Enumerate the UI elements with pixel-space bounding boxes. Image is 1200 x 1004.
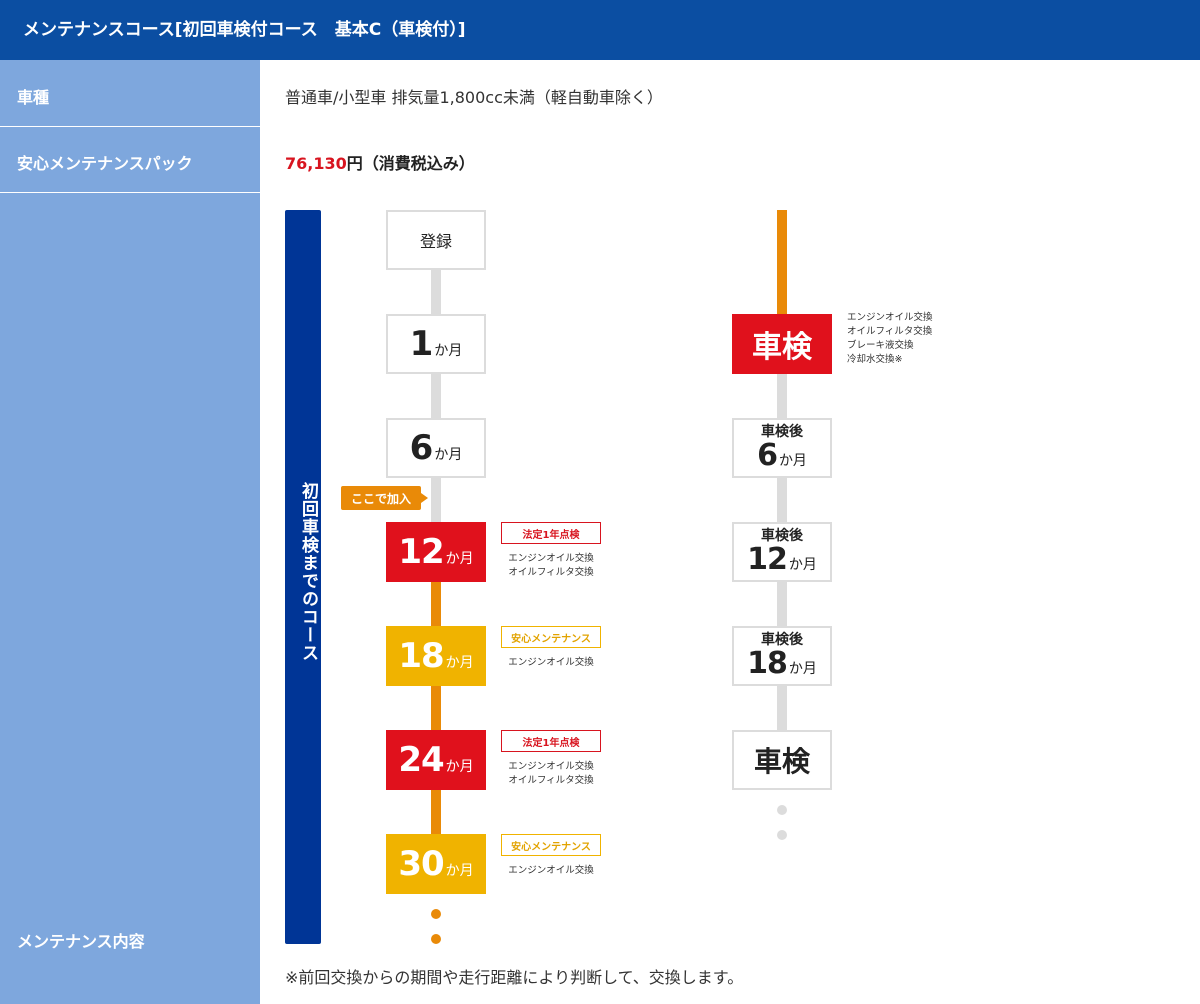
pack-label: 安心メンテナンスパック [17, 154, 193, 173]
note-line: エンジンオイル交換 [508, 761, 594, 772]
month-unit: か月 [445, 655, 474, 671]
price-suffix: 円（消費税込み） [346, 154, 475, 173]
month-number: 18 [747, 646, 788, 681]
course-bar: 初回車検までのコース [285, 210, 321, 944]
legal-inspection-tag: 法定1年点検 [501, 730, 601, 752]
service-notes: エンジンオイル交換 [501, 656, 601, 670]
service-notes: エンジンオイル交換 [501, 864, 601, 878]
vehicle-label: 車種 [17, 88, 50, 107]
service-notes: エンジンオイル交換オイルフィルタ交換 [501, 760, 601, 788]
maintenance-tag: 安心メンテナンス [501, 626, 601, 648]
continuation-dot [431, 934, 441, 944]
month-unit: か月 [434, 343, 463, 359]
legal-inspection-tag: 法定1年点検 [501, 522, 601, 544]
register-label: 登録 [419, 232, 452, 251]
page-header: メンテナンスコース[初回車検付コース 基本C（車検付）] [0, 0, 1200, 60]
continuation-dot [777, 830, 787, 840]
month-unit: か月 [434, 447, 463, 463]
after-shaken-label: 車検後 [761, 528, 803, 544]
note-line: 冷却水交換※ [847, 354, 903, 365]
note-line: ブレーキ液交換 [847, 340, 914, 351]
month-unit: か月 [445, 863, 474, 879]
month-number: 18 [398, 636, 444, 676]
month-number: 6 [757, 438, 778, 473]
price-amount: 76,130 [285, 154, 347, 173]
note-line: エンジンオイル交換 [508, 657, 594, 668]
month-unit: か月 [788, 661, 817, 677]
join-arrow-icon [421, 493, 428, 503]
maintenance-tag: 安心メンテナンス [501, 834, 601, 856]
after-shaken-label: 車検後 [761, 632, 803, 648]
month-number: 12 [747, 542, 788, 577]
continuation-dot [431, 909, 441, 919]
continuation-dot [777, 805, 787, 815]
final-shaken-label: 車検 [753, 745, 810, 778]
register-box: 登録 [386, 210, 486, 270]
content-label: メンテナンス内容 [17, 932, 145, 951]
course-label: 初回車検までのコース [298, 482, 318, 662]
shaken-notes: エンジンオイル交換 オイルフィルタ交換 ブレーキ液交換 冷却水交換※ [847, 311, 933, 367]
month-unit: か月 [788, 557, 817, 573]
month-number: 12 [398, 532, 444, 572]
after-shaken-label: 車検後 [761, 424, 803, 440]
pack-price: 76,130円（消費税込み） [285, 150, 475, 174]
month-number: 1 [409, 324, 434, 364]
row-divider [0, 126, 1200, 127]
month-number: 24 [398, 740, 444, 780]
label-column [0, 60, 260, 1004]
final-shaken-box: 車検 [732, 730, 832, 790]
month-number: 30 [398, 844, 444, 884]
note-line: エンジンオイル交換 [508, 553, 594, 564]
note-line: オイルフィルタ交換 [508, 567, 594, 578]
timeline-line-grey [431, 268, 441, 522]
note-line: オイルフィルタ交換 [508, 775, 594, 786]
month-unit: か月 [445, 551, 474, 567]
timeline-line-orange [777, 210, 787, 314]
month-unit: か月 [445, 759, 474, 775]
vehicle-value: 普通車/小型車 排気量1,800cc未満（軽自動車除く） [285, 88, 663, 107]
timeline-line-orange [431, 580, 441, 834]
header-title: メンテナンスコース[初回車検付コース 基本C（車検付）] [23, 20, 466, 40]
month-unit: か月 [778, 453, 807, 469]
note-line: エンジンオイル交換 [508, 865, 594, 876]
row-divider [0, 192, 1200, 193]
month-number: 6 [409, 428, 434, 468]
note-line: エンジンオイル交換 [847, 312, 933, 323]
shaken-box: 車検 [732, 314, 832, 374]
join-here-label: ここで加入 [341, 486, 421, 510]
service-notes: エンジンオイル交換オイルフィルタ交換 [501, 552, 601, 580]
shaken-label: 車検 [752, 330, 812, 365]
note-line: オイルフィルタ交換 [847, 326, 933, 337]
footnote: ※前回交換からの期間や走行距離により判断して、交換します。 [285, 968, 744, 987]
